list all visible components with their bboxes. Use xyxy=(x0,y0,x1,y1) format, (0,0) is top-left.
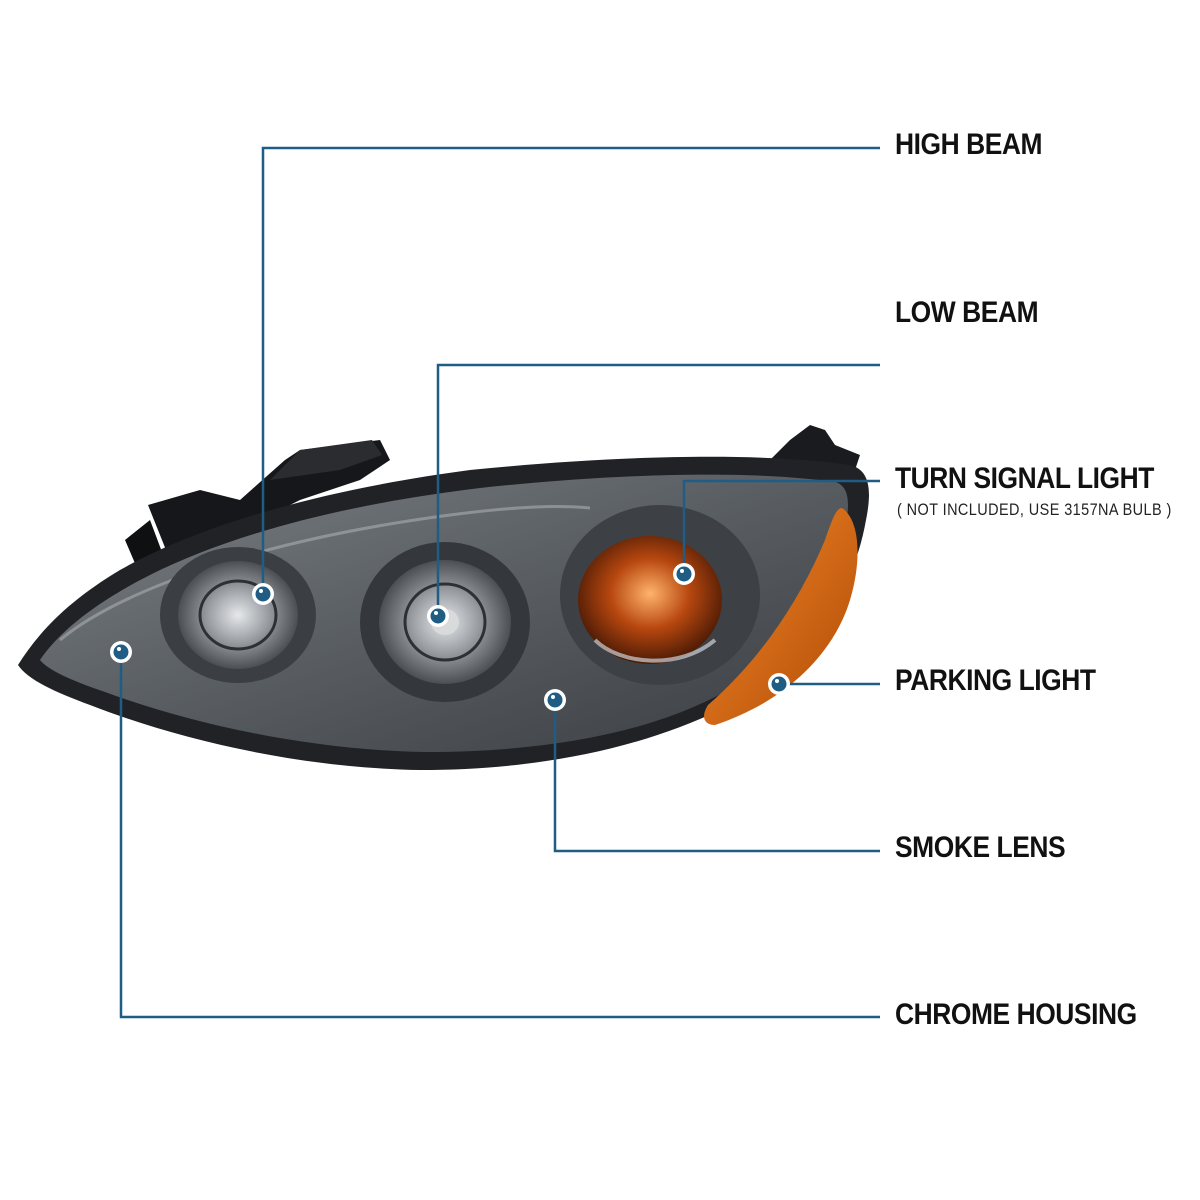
callout-markers xyxy=(110,563,790,711)
turn-signal-label: TURN SIGNAL LIGHT xyxy=(895,462,1154,495)
turn-signal-marker xyxy=(673,563,695,585)
chrome-housing-marker xyxy=(110,641,132,663)
smoke-lens-label: SMOKE LENS xyxy=(895,831,1066,864)
low-beam-label: LOW BEAM xyxy=(895,296,1039,329)
smoke-lens-leader-line xyxy=(553,700,880,853)
low-beam-marker xyxy=(427,605,449,627)
high-beam-marker xyxy=(252,583,274,605)
chrome-housing-label: CHROME HOUSING xyxy=(895,998,1137,1031)
high-beam-leader-line xyxy=(261,146,880,594)
turn-signal-note: ( NOT INCLUDED, USE 3157NA BULB ) xyxy=(897,500,1172,519)
low-beam-leader-line xyxy=(436,363,880,616)
parking-light-label: PARKING LIGHT xyxy=(895,664,1096,697)
parking-light-marker xyxy=(768,673,790,695)
turn-signal-leader-line xyxy=(682,479,880,574)
smoke-lens-marker xyxy=(544,689,566,711)
parking-light-lens xyxy=(704,508,858,725)
chrome-housing-leader-line xyxy=(119,652,880,1019)
high-beam-projector xyxy=(160,547,316,683)
high-beam-label: HIGH BEAM xyxy=(895,128,1043,161)
callout-lines xyxy=(119,146,880,1019)
turn-signal-reflector xyxy=(560,505,760,685)
